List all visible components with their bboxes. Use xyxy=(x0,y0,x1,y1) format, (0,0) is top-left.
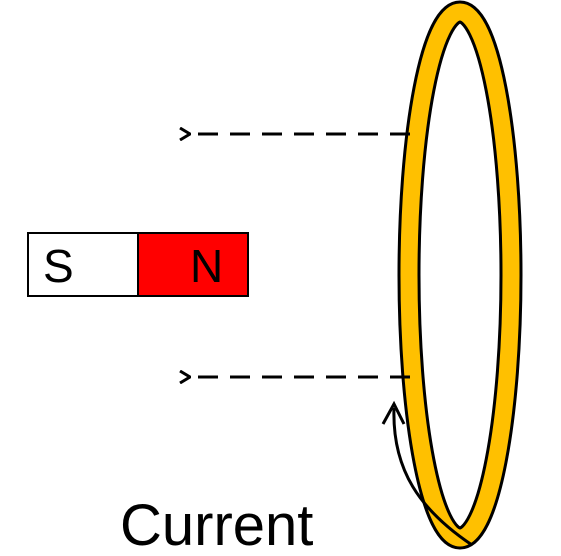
south-pole-label: S xyxy=(43,240,74,292)
current-label: Current xyxy=(120,493,313,556)
coil xyxy=(397,0,523,550)
magnet-north-pole xyxy=(137,232,249,297)
bar-magnet: S N xyxy=(27,232,249,297)
current-arrow xyxy=(392,407,473,547)
coil-ring-fill xyxy=(400,3,520,547)
north-pole-label: N xyxy=(190,240,223,292)
current-arrowhead xyxy=(381,400,406,425)
